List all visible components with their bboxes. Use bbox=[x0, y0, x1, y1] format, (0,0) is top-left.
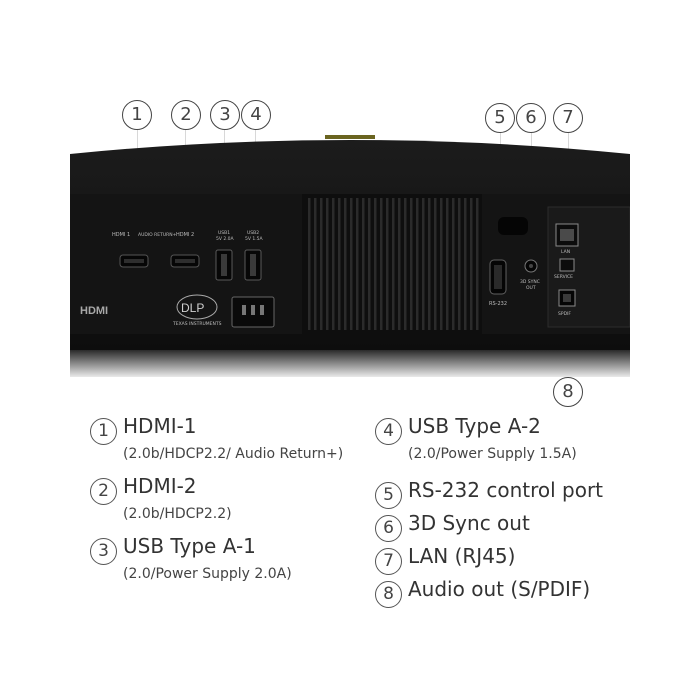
hdmi2-port bbox=[170, 254, 200, 268]
hdmi2-label: HDMI 2 bbox=[176, 232, 194, 238]
callout-7: 7 bbox=[553, 103, 583, 133]
vent-slat bbox=[380, 198, 383, 330]
callout-3: 3 bbox=[210, 100, 240, 130]
legend-title: HDMI-1 bbox=[123, 414, 197, 438]
vent-slat bbox=[350, 198, 353, 330]
legend-title: Audio out (S/PDIF) bbox=[408, 577, 591, 601]
3d-sync-sublabel: OUT bbox=[526, 285, 536, 291]
vent-slat bbox=[362, 198, 365, 330]
vent-slat bbox=[368, 198, 371, 330]
usb2-sublabel: 5V 1.5A bbox=[245, 236, 264, 242]
vent-slat bbox=[416, 198, 419, 330]
legend-subtitle: (2.0b/HDCP2.2) bbox=[123, 506, 232, 522]
legend-number: 6 bbox=[375, 515, 402, 542]
vent-slat bbox=[398, 198, 401, 330]
vent-slat bbox=[404, 198, 407, 330]
vent-slat bbox=[356, 198, 359, 330]
vent-slat bbox=[338, 198, 341, 330]
vent-slat bbox=[410, 198, 413, 330]
legend-number: 8 bbox=[375, 581, 402, 608]
hdmi1-label: HDMI 1 bbox=[112, 232, 130, 238]
legend-number: 1 bbox=[90, 418, 117, 445]
hdmi-logo: HDMI bbox=[80, 305, 108, 317]
service-port bbox=[559, 258, 575, 272]
vent-slats bbox=[308, 198, 479, 330]
accent-strip bbox=[325, 135, 375, 139]
lan-label: LAN bbox=[561, 249, 570, 255]
usb1-sublabel: 5V 2.0A bbox=[216, 236, 235, 242]
svg-text:DLP: DLP bbox=[181, 301, 204, 315]
vent-slat bbox=[326, 198, 329, 330]
projector-rear-panel: HDMI 1 AUDIO RETURN+ HDMI 2 USB1 5V 2.0A… bbox=[70, 135, 630, 377]
callout-5: 5 bbox=[485, 103, 515, 133]
rs232-port bbox=[489, 259, 507, 295]
legend-title: HDMI-2 bbox=[123, 474, 197, 498]
vent-slat bbox=[440, 198, 443, 330]
legend-title: LAN (RJ45) bbox=[408, 544, 516, 568]
3d-sync-label: 3D SYNC bbox=[520, 279, 540, 285]
callout-1: 1 bbox=[122, 100, 152, 130]
usb1-port bbox=[215, 249, 233, 281]
callout-4: 4 bbox=[241, 100, 271, 130]
vent-slat bbox=[452, 198, 455, 330]
vent-slat bbox=[344, 198, 347, 330]
vent-slat bbox=[386, 198, 389, 330]
usb2-port bbox=[244, 249, 262, 281]
lan-port bbox=[555, 223, 579, 247]
vent-slat bbox=[446, 198, 449, 330]
ti-text: TEXAS INSTRUMENTS bbox=[172, 321, 222, 327]
legend-title: 3D Sync out bbox=[408, 511, 530, 535]
vent-slat bbox=[314, 198, 317, 330]
side-module bbox=[547, 206, 630, 328]
legend-title: USB Type A-1 bbox=[123, 534, 256, 558]
vent-slat bbox=[320, 198, 323, 330]
legend-subtitle: (2.0b/HDCP2.2/ Audio Return+) bbox=[123, 446, 344, 462]
vent-slat bbox=[308, 198, 311, 330]
3d-sync-jack bbox=[524, 259, 538, 273]
vent-slat bbox=[464, 198, 467, 330]
vent-slat bbox=[428, 198, 431, 330]
rs232-label: RS-232 bbox=[489, 301, 507, 307]
service-label: SERVICE bbox=[554, 274, 573, 280]
vent-slat bbox=[422, 198, 425, 330]
callout-6: 6 bbox=[516, 103, 546, 133]
power-inlet bbox=[231, 296, 275, 328]
vent-slat bbox=[392, 198, 395, 330]
vent-slat bbox=[434, 198, 437, 330]
legend-title: RS-232 control port bbox=[408, 478, 604, 502]
vent-slat bbox=[374, 198, 377, 330]
vent-slat bbox=[470, 198, 473, 330]
hdmi1-port bbox=[119, 254, 149, 268]
legend-subtitle: (2.0/Power Supply 1.5A) bbox=[408, 446, 577, 462]
vent-slat bbox=[476, 198, 479, 330]
legend-number: 7 bbox=[375, 548, 402, 575]
usb2-label: USB2 bbox=[247, 230, 259, 236]
vent-slat bbox=[332, 198, 335, 330]
callout-8: 8 bbox=[553, 377, 583, 407]
hdmi1-sublabel: AUDIO RETURN+ bbox=[138, 232, 177, 238]
legend-subtitle: (2.0/Power Supply 2.0A) bbox=[123, 566, 292, 582]
base-shadow bbox=[70, 350, 630, 377]
legend-number: 5 bbox=[375, 482, 402, 509]
ir-window bbox=[498, 217, 528, 235]
dlp-logo: DLP bbox=[176, 294, 218, 320]
usb1-label: USB1 bbox=[218, 230, 230, 236]
legend-title: USB Type A-2 bbox=[408, 414, 541, 438]
legend-number: 3 bbox=[90, 538, 117, 565]
vent-slat bbox=[458, 198, 461, 330]
legend-number: 4 bbox=[375, 418, 402, 445]
legend-number: 2 bbox=[90, 478, 117, 505]
callout-2: 2 bbox=[171, 100, 201, 130]
spdif-label: SPDIF bbox=[558, 311, 571, 317]
spdif-port bbox=[558, 289, 576, 307]
